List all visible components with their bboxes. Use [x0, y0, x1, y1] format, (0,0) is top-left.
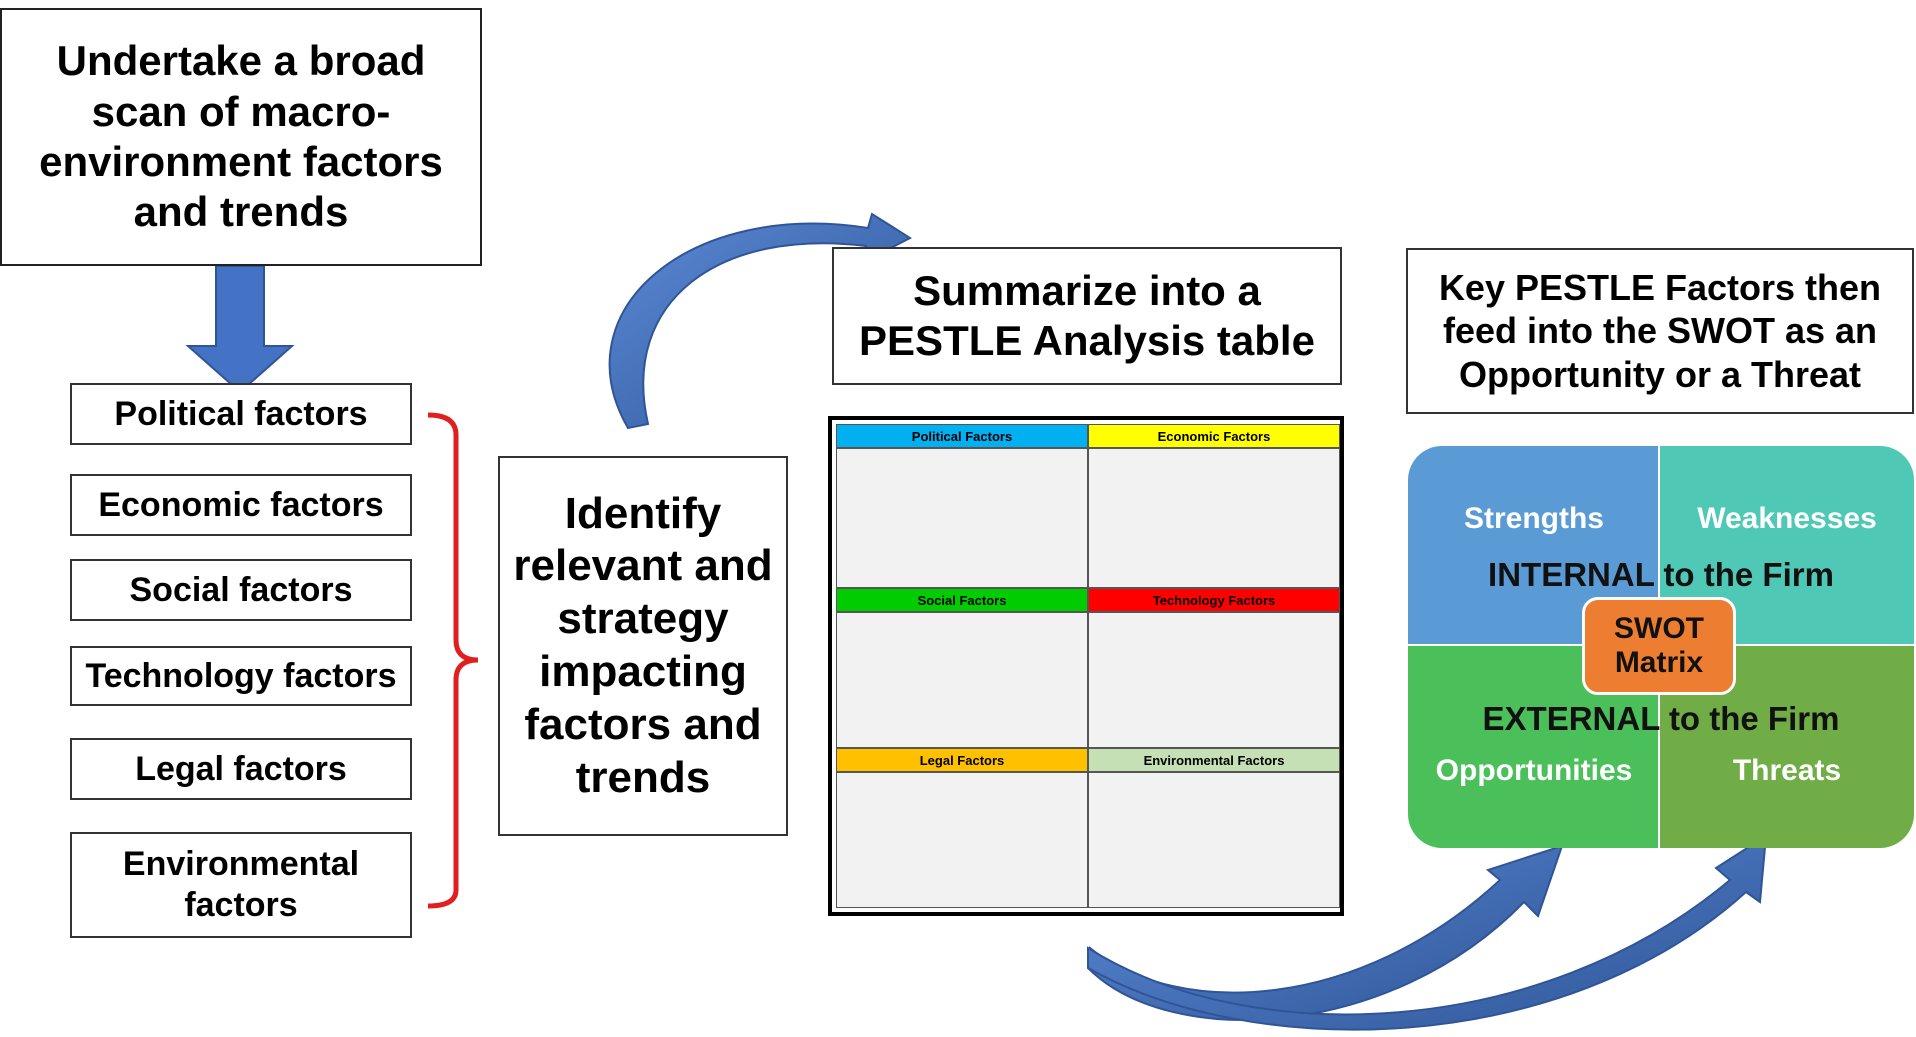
scan-step-text: Undertake a broad scan of macro-environm… — [39, 37, 443, 236]
factor-social: Social factors — [70, 559, 412, 621]
swot-external-label: EXTERNAL to the Firm — [1482, 700, 1840, 737]
factor-label: Technology factors — [85, 656, 397, 695]
factor-technology: Technology factors — [70, 646, 412, 706]
pestle-table: Political Factors Economic Factors Socia… — [828, 416, 1344, 916]
swot-center-label: SWOT Matrix — [1614, 611, 1704, 680]
swot-threats-label: Threats — [1732, 754, 1842, 787]
factor-label: Social factors — [129, 570, 353, 609]
pestle-cell-label: Legal Factors — [919, 752, 1005, 768]
pestle-cell-body — [1088, 772, 1340, 908]
factor-label: Political factors — [114, 394, 368, 433]
pestle-cell-label: Economic Factors — [1157, 428, 1271, 444]
identify-step-box: Identify relevant and strategy impacting… — [498, 456, 788, 836]
pestle-cell-header: Social Factors — [836, 588, 1088, 612]
factor-economic: Economic factors — [70, 474, 412, 536]
factor-label: Legal factors — [135, 749, 347, 788]
factor-political: Political factors — [70, 383, 412, 445]
summarize-step-box: Summarize into a PESTLE Analysis table — [832, 247, 1342, 385]
identify-step-text: Identify relevant and strategy impacting… — [513, 488, 773, 802]
factor-label: Economic factors — [98, 485, 384, 524]
pestle-cell-body — [836, 772, 1088, 908]
pestle-cell-header: Political Factors — [836, 424, 1088, 448]
pestle-cell-body — [836, 612, 1088, 748]
pestle-cell-label: Environmental Factors — [1143, 752, 1285, 768]
feed-step-text: Key PESTLE Factors then feed into the SW… — [1438, 267, 1882, 395]
feed-step-box: Key PESTLE Factors then feed into the SW… — [1406, 248, 1914, 414]
swot-center-badge: SWOT Matrix — [1582, 597, 1736, 695]
down-arrow-icon — [185, 265, 295, 394]
swot-strengths-label: Strengths — [1463, 502, 1604, 535]
swot-opportunities-label: Opportunities — [1435, 754, 1633, 787]
pestle-cell-header: Economic Factors — [1088, 424, 1340, 448]
factor-legal: Legal factors — [70, 738, 412, 800]
swot-matrix: Strengths Weaknesses Opportunities Threa… — [1408, 446, 1914, 848]
pestle-cell-label: Social Factors — [917, 592, 1007, 608]
pestle-cell-header: Technology Factors — [1088, 588, 1340, 612]
swot-weaknesses-label: Weaknesses — [1697, 502, 1877, 535]
pestle-cell-body — [1088, 612, 1340, 748]
swot-internal-label: INTERNAL to the Firm — [1488, 556, 1834, 593]
summarize-step-text: Summarize into a PESTLE Analysis table — [859, 266, 1315, 364]
pestle-cell-header: Legal Factors — [836, 748, 1088, 772]
pestle-cell-body — [1088, 448, 1340, 588]
pestle-cell-label: Political Factors — [911, 428, 1013, 444]
factor-environmental: Environmental factors — [70, 832, 412, 938]
pestle-cell-header: Environmental Factors — [1088, 748, 1340, 772]
pestle-cell-body — [836, 448, 1088, 588]
factor-label: Environmental factors — [122, 845, 360, 924]
scan-step-box: Undertake a broad scan of macro-environm… — [0, 8, 482, 266]
pestle-cell-label: Technology Factors — [1152, 592, 1276, 608]
curly-bracket-icon — [427, 412, 479, 909]
